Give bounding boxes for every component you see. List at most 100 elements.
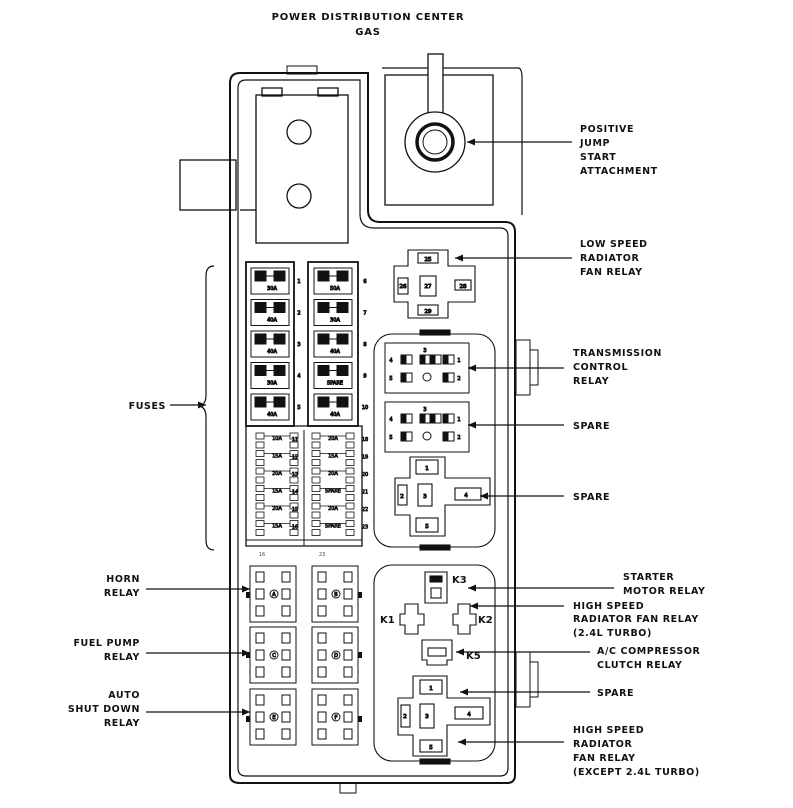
label-fuel-pump: FUEL PUMP RELAY [73, 638, 140, 663]
mini-num-12: 12 [292, 455, 298, 461]
maxi-num-8: 8 [363, 342, 366, 348]
micro-b-terminal-2 [400, 431, 406, 442]
mini-amp-15: 20A [272, 506, 282, 512]
arrow-spare-1 [468, 421, 564, 429]
arrow-ac [456, 648, 590, 656]
micro-a-pin-4: 4 [389, 358, 392, 364]
micro-a-slot-4 [447, 372, 455, 383]
small-relay-C-letter: C [272, 653, 276, 659]
maxi-num-5: 5 [297, 405, 300, 411]
micro-b-slot-1 [405, 413, 413, 424]
small-relay-B-pin-3 [317, 605, 327, 617]
label-positive-jump: POSITIVE JUMP START ATTACHMENT [579, 124, 657, 177]
mini-amp-21: SPARE [325, 489, 341, 495]
small-relay-E-pin-3 [255, 728, 265, 740]
fuse-number-23: 23 [319, 552, 325, 558]
label-ac-2: CLUTCH RELAY [597, 660, 683, 671]
small-relay-C-pin-4 [281, 666, 291, 678]
relay-socket-tab-5 [358, 652, 362, 658]
micro-b-terminal-3 [442, 413, 448, 424]
label-asd-3: RELAY [104, 718, 140, 729]
micro-a-slot-3 [447, 354, 455, 365]
small-relay-C-pin-2 [281, 632, 291, 644]
micro-b-terminal-5 [419, 413, 425, 424]
small-relay-A-pin-3 [255, 605, 265, 617]
arrow-transmission [468, 364, 564, 372]
leader-arrows [146, 138, 614, 746]
label-ac: A/C COMPRESSOR CLUTCH RELAY [597, 646, 701, 671]
small-relay-C: C [249, 626, 297, 684]
micro-a-center-mark [422, 372, 432, 382]
mini-amp-19: 15A [328, 454, 338, 460]
mini-num-18: 18 [362, 437, 368, 443]
maxi-amp-9: SPARE [327, 381, 343, 387]
low-speed-fan-relay: 25 26 27 28 29 [393, 249, 476, 319]
label-hs-turbo-1: HIGH SPEED [573, 601, 644, 612]
jump-start-post [384, 53, 494, 206]
small-relay-C-pin-6 [281, 649, 291, 661]
micro-a-terminal-3 [442, 354, 448, 365]
spare1-pin-5: 5 [425, 524, 429, 530]
label-spare-1: SPARE [573, 421, 610, 432]
small-relay-D-pin-1 [317, 632, 327, 644]
small-relay-B-letter: B [334, 592, 338, 598]
micro-b-slot-6 [434, 413, 442, 424]
mini-amp-16: 15A [272, 524, 282, 530]
maxi-num-4: 4 [297, 374, 300, 380]
mini-num-20: 20 [362, 472, 368, 478]
label-transmission: TRANSMISSION CONTROL RELAY [573, 348, 661, 387]
relay-socket-tab-3 [246, 716, 250, 722]
arrow-starter [468, 584, 614, 592]
spare1-pin-1: 1 [425, 466, 429, 472]
maxi-num-3: 3 [297, 342, 300, 348]
small-relay-E-pin-5 [255, 711, 265, 723]
label-spare-2: SPARE [573, 492, 610, 503]
label-fuses: FUSES [129, 401, 166, 412]
maxi-num-7: 7 [363, 311, 366, 317]
small-relay-F-pin-6 [343, 711, 353, 723]
arrow-asd [146, 708, 250, 716]
label-high-speed-except: HIGH SPEED RADIATOR FAN RELAY (EXCEPT 2.… [573, 725, 700, 778]
label-fuel-1: FUEL PUMP [73, 638, 140, 649]
label-starter: STARTER MOTOR RELAY [623, 572, 706, 597]
label-transmission-3: RELAY [573, 376, 609, 387]
small-relay-F-letter: F [335, 715, 338, 721]
label-transmission-2: CONTROL [573, 362, 628, 373]
micro-a-slot-2 [405, 372, 413, 383]
label-low-speed-3: FAN RELAY [580, 267, 643, 278]
micro-b-pin-5: 5 [389, 435, 392, 441]
micro-a-slot-6 [434, 354, 442, 365]
small-relay-C-pin-3 [255, 666, 265, 678]
maxi-num-10: 10 [362, 405, 368, 411]
spare2-pin-1: 1 [429, 686, 433, 692]
micro-a-terminal-2 [400, 372, 406, 383]
small-relay-A-pin-6 [281, 588, 291, 600]
pin-26: 26 [400, 284, 407, 290]
label-hs-except-4: (EXCEPT 2.4L TURBO) [573, 767, 700, 778]
maxi-amp-10: 40A [330, 412, 340, 418]
mini-num-19: 19 [362, 455, 368, 461]
small-relay-A-letter: A [272, 592, 276, 598]
label-ac-1: A/C COMPRESSOR [597, 646, 701, 657]
label-starter-2: MOTOR RELAY [623, 586, 706, 597]
label-spare-3: SPARE [597, 688, 634, 699]
label-hs-turbo-2: RADIATOR FAN RELAY [573, 614, 699, 625]
pin-29: 29 [425, 309, 432, 315]
spare2-pin-4: 4 [467, 712, 471, 718]
mini-amp-11: 10A [272, 436, 282, 442]
label-horn-2: RELAY [104, 588, 140, 599]
small-relay-A: A [249, 565, 297, 623]
spare2-pin-2: 2 [403, 714, 407, 720]
small-relay-B-pin-4 [343, 605, 353, 617]
